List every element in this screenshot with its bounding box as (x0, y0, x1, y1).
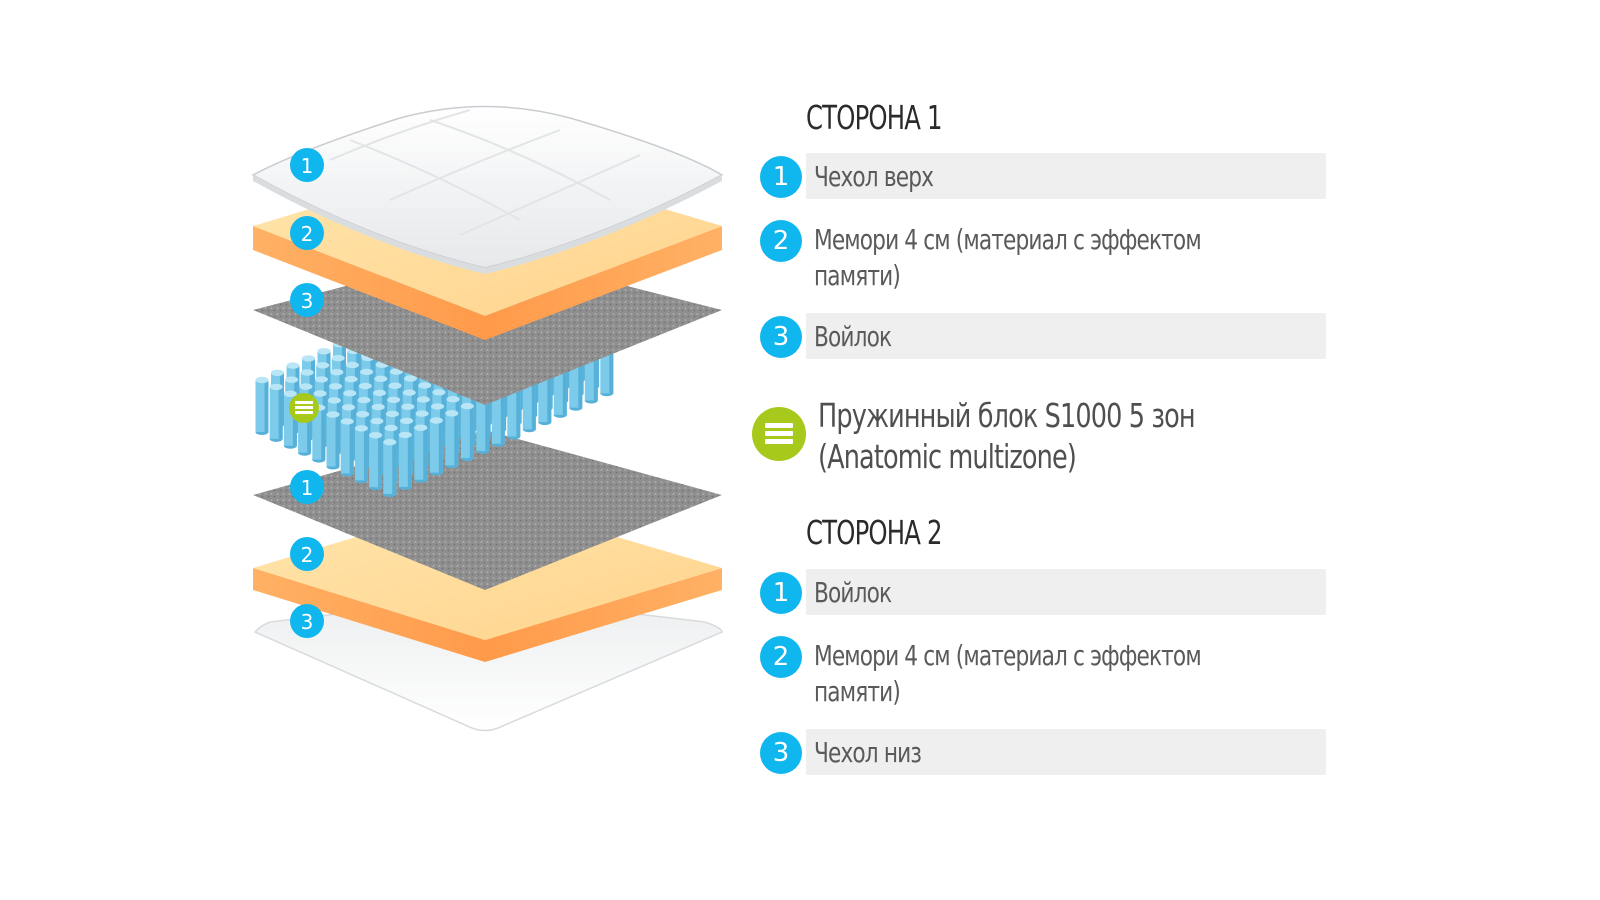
side2-layer-3-band (806, 729, 1326, 775)
side1-layer-1-band (806, 153, 1326, 199)
side2-layer-2-label: Мемори 4 см (материал с эффектом памяти) (814, 639, 1202, 708)
spring-block-badge (289, 393, 319, 423)
side1-layer-1-label: Чехол верх (814, 160, 934, 193)
side1-layer-3-row: 3 Войлок (760, 313, 1326, 359)
spring-coil (383, 438, 397, 498)
spring-block-row: Пружинный блок S1000 5 зон (Anatomic mul… (752, 395, 1320, 485)
layer-badge-side2-2: 2 (290, 537, 324, 571)
layer-badge-side1-3: 3 (290, 283, 324, 317)
side1-layer-3-badge: 3 (760, 316, 802, 358)
spring-block-icon (752, 407, 806, 461)
side1-layer-2-label: Мемори 4 см (материал с эффектом памяти) (814, 223, 1202, 292)
side2-layer-3-label: Чехол низ (814, 736, 922, 769)
spring-coil (398, 431, 412, 490)
layer-badge-side2-3-text: 3 (301, 610, 314, 634)
spring-coil (340, 418, 354, 477)
spring-coil (255, 376, 269, 435)
spring-coil (354, 425, 368, 484)
layer-badge-side2-1-text: 1 (301, 476, 314, 500)
side2-layer-3-row: 3 Чехол низ (760, 729, 1326, 775)
spring-coil (429, 417, 443, 476)
side2-layer-1-badge: 1 (760, 572, 802, 614)
spring-coil (269, 383, 283, 442)
top-cover-layer (251, 105, 724, 274)
side1-layer-2-row: 2 Мемори 4 см (материал с эффектом памят… (760, 218, 1320, 298)
spring-coil (522, 374, 536, 433)
side1-layer-1-row: 1 Чехол верх (760, 153, 1326, 199)
spring-coil (369, 432, 383, 491)
spring-coil (326, 411, 340, 470)
side2-layer-1-row: 1 Войлок (760, 569, 1326, 615)
side2-layer-1-label: Войлок (814, 576, 892, 609)
spring-coil (538, 366, 552, 426)
side1-layer-3-band (806, 313, 1326, 359)
bottom-cover-layer (253, 595, 723, 732)
side1-layer-1-badge: 1 (760, 156, 802, 198)
layer-badge-side1-2-text: 2 (301, 222, 314, 246)
layer-badge-side1-1: 1 (290, 148, 324, 182)
side1-layer-2-badge: 2 (760, 220, 802, 262)
layer-badge-side1-2: 2 (290, 216, 324, 250)
layer-badge-side2-3: 3 (290, 604, 324, 638)
side2-layer-2-row: 2 Мемори 4 см (материал с эффектом памят… (760, 634, 1320, 714)
layer-badge-side2-2-text: 2 (301, 543, 314, 567)
side2-layer-2-badge: 2 (760, 636, 802, 678)
layer-legend: СТОРОНА 1 1 Чехол верх 2 Мемори 4 см (ма… (752, 0, 1580, 900)
spring-coil (476, 395, 490, 454)
spring-coil (460, 402, 474, 462)
spring-block-label: Пружинный блок S1000 5 зон (Anatomic mul… (818, 396, 1196, 476)
mattress-layers-illustration: 1 2 3 1 2 3 (251, 105, 724, 732)
side2-layer-1-band (806, 569, 1326, 615)
layer-badge-side1-3-text: 3 (301, 289, 314, 313)
spring-coil (445, 410, 459, 469)
spring-coil (414, 424, 428, 483)
side2-title: СТОРОНА 2 (806, 513, 942, 552)
side2-layer-3-badge: 3 (760, 732, 802, 774)
side1-title: СТОРОНА 1 (806, 98, 942, 137)
layer-badge-side2-1: 1 (290, 470, 324, 504)
side1-layer-3-label: Войлок (814, 320, 892, 353)
layer-badge-side1-1-text: 1 (301, 154, 314, 178)
